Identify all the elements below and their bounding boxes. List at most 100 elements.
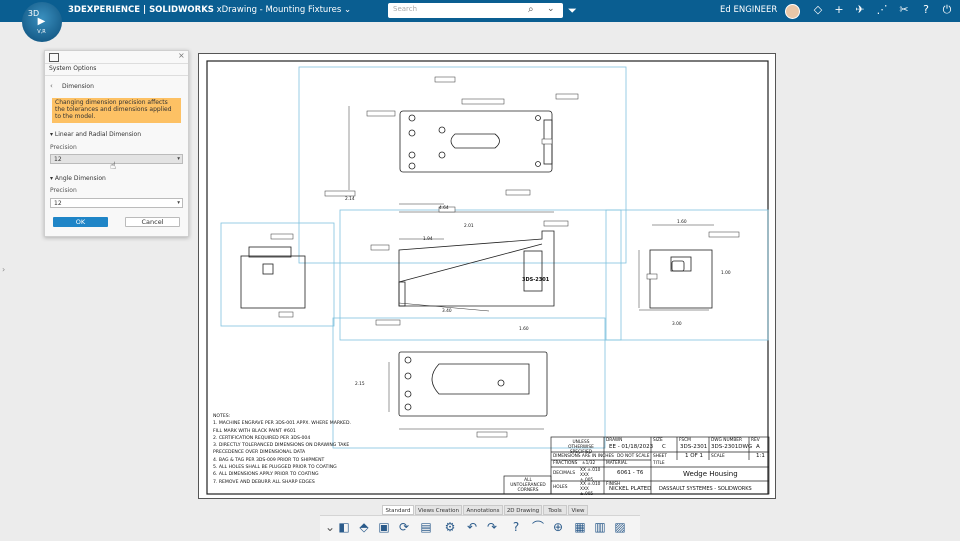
tab-tools[interactable]: Tools (543, 505, 567, 515)
top-view (399, 110, 553, 173)
tb-material-label: MATERIAL (606, 461, 628, 466)
tb-dims-inches: DIMENSIONS ARE IN INCHES (553, 454, 614, 459)
tb-company: DASSAULT SYSTEMES - SOLIDWORKS (659, 486, 752, 492)
dim-text: 1.60 (677, 220, 687, 225)
dim-text: 2.01 (464, 224, 474, 229)
system-options-panel[interactable]: × System Options ‹ Dimension Changing di… (44, 50, 189, 237)
plus-icon[interactable]: + (834, 3, 844, 16)
tb-rev-value: A (756, 444, 760, 450)
tools-icon[interactable]: ✂ (899, 3, 909, 16)
compass-icon[interactable]: 3D ▶ V,R (22, 2, 62, 42)
save-icon[interactable]: ▣ (378, 520, 390, 534)
dim-text: 4.64 (439, 206, 449, 211)
panel-divider (45, 75, 188, 76)
search-icon[interactable]: ⌕ (528, 4, 534, 15)
front-view (398, 230, 555, 307)
drawing-canvas (206, 60, 770, 495)
dim-text: 1.94 (423, 237, 433, 242)
tb-holes-val: XX ±.010 XXX ±.005 (580, 482, 601, 497)
tb-sheet-value: 1 OF 1 (685, 453, 703, 459)
ok-button[interactable]: OK (53, 217, 108, 227)
dim-text: 3.00 (672, 322, 682, 327)
section-title: Dimension (62, 83, 94, 90)
tb-unless: UNLESS OTHERWISE SPECIFIED (568, 440, 594, 455)
cancel-button[interactable]: Cancel (125, 217, 180, 227)
help-icon[interactable]: ? (923, 3, 929, 16)
tb-rev-label: REV (751, 438, 760, 443)
layers-icon[interactable]: ▨ (614, 520, 626, 534)
undo-icon[interactable]: ↶ (466, 520, 478, 534)
angle-group[interactable]: ▾ Angle Dimension (50, 175, 106, 182)
bottom-view (398, 351, 548, 417)
search-dropdown-icon[interactable]: ⌄ (547, 4, 555, 14)
linear-radial-group[interactable]: ▾ Linear and Radial Dimension (50, 131, 142, 138)
tb-size-value: C (662, 444, 666, 450)
chevron-down-icon: ▾ (177, 200, 180, 206)
tab-annotations[interactable]: Annotations (463, 505, 503, 515)
back-icon[interactable]: ‹ (50, 82, 53, 90)
lasso-icon[interactable]: ⌒ (531, 520, 544, 534)
title-block (503, 436, 770, 495)
tb-finish-value: NICKEL PLATED (609, 486, 652, 492)
dim-text: 2.15 (355, 382, 365, 387)
redo-icon[interactable]: ↷ (486, 520, 498, 534)
new-icon[interactable]: ⬘ (359, 520, 369, 534)
tab-view[interactable]: View (568, 505, 588, 515)
tb-size-label: SIZE (653, 438, 663, 443)
drawing-sheet[interactable]: 3DS-2301 2.14 4.64 1.94 3.40 2.15 1.60 3… (198, 53, 776, 499)
help-icon[interactable]: ? (512, 520, 520, 534)
table-icon[interactable]: ▦ (574, 520, 586, 534)
app-title: 3DEXPERIENCE | SOLIDWORKS xDrawing - Mou… (68, 5, 352, 15)
right-view (649, 249, 713, 309)
mouse-cursor-icon: ☝ (110, 161, 117, 172)
precision-select-angle[interactable]: 12▾ (50, 198, 183, 208)
tb-dwg-label: DWG NUMBER (711, 438, 742, 443)
tb-dec-val: XX ±.010 XXX ±.005 (580, 468, 601, 483)
network-icon[interactable]: ⋰ (876, 3, 888, 16)
tb-dwg-value: 3DS-2301DWG (711, 444, 753, 450)
share-icon[interactable]: ✈ (855, 3, 865, 16)
tab-2d-drawing[interactable]: 2D Drawing (504, 505, 542, 515)
refresh-icon[interactable]: ⟳ (398, 520, 410, 534)
tab-standard[interactable]: Standard (382, 505, 414, 515)
action-bar: ⌄ ◧ ⬘ ▣ ⟳ ▤ ⚙ ↶ ↷ ? ⌒ ⊕ ▦ ▥ ▨ ▩ (320, 515, 640, 541)
open-icon[interactable]: ◧ (338, 520, 350, 534)
drawing-notes: NOTES:1. MACHINE ENGRAVE PER 3DS-001 APP… (213, 414, 351, 485)
print-icon[interactable]: ▤ (420, 520, 432, 534)
tb-fractions: FRACTIONS (553, 461, 578, 466)
tab-views-creation[interactable]: Views Creation (415, 505, 462, 515)
tb-title-label: TITLE (653, 461, 665, 466)
search-input[interactable]: Search (393, 5, 418, 13)
top-bar: 3DEXPERIENCE | SOLIDWORKS xDrawing - Mou… (0, 0, 960, 22)
collapse-icon[interactable]: ⌄ (324, 520, 336, 534)
side-expand-icon[interactable]: › (2, 265, 6, 274)
play-icon: ▶ (37, 16, 46, 27)
close-icon[interactable]: × (178, 51, 185, 60)
compass-vr-label: V,R (37, 29, 46, 35)
part-number-label: 3DS-2301 (522, 277, 550, 283)
tb-all-unless: ALL UNTOLERANCED CORNERS (510, 478, 546, 493)
tag-icon[interactable]: ⏷ (568, 4, 577, 17)
precision-select-linear[interactable]: 12▾ (50, 154, 183, 164)
compass-3d-label: 3D (27, 9, 40, 18)
chevron-down-icon: ▾ (177, 156, 180, 162)
tb-holes: HOLES (553, 485, 568, 490)
tb-title-value: Wedge Housing (683, 470, 738, 478)
title-dropdown-icon[interactable]: ⌄ (344, 5, 352, 15)
tb-material-value: 6061 - T6 (617, 470, 644, 476)
sheet-icon[interactable]: ▥ (594, 520, 606, 534)
tb-scale-value: 1:1 (756, 453, 765, 459)
measure-icon[interactable]: ⊕ (552, 520, 564, 534)
tb-sheet-label: SHEET (653, 454, 668, 459)
search-box[interactable]: Search ⌕ ⌄ (388, 3, 563, 18)
speech-icon[interactable]: ◇ (813, 3, 823, 16)
dim-text: 3.40 (442, 309, 452, 314)
panel-title: System Options (49, 65, 97, 72)
tb-scale-label: SCALE (711, 454, 725, 459)
tb-drawn-value: EE - 01/18/2023 (609, 444, 654, 450)
power-icon[interactable]: ⏻ (942, 3, 952, 16)
tb-do-not-scale: DO NOT SCALE (617, 454, 650, 459)
options-gear-icon[interactable]: ⚙ (444, 520, 456, 534)
avatar[interactable] (785, 4, 800, 19)
user-name[interactable]: Ed ENGINEER (720, 5, 778, 15)
